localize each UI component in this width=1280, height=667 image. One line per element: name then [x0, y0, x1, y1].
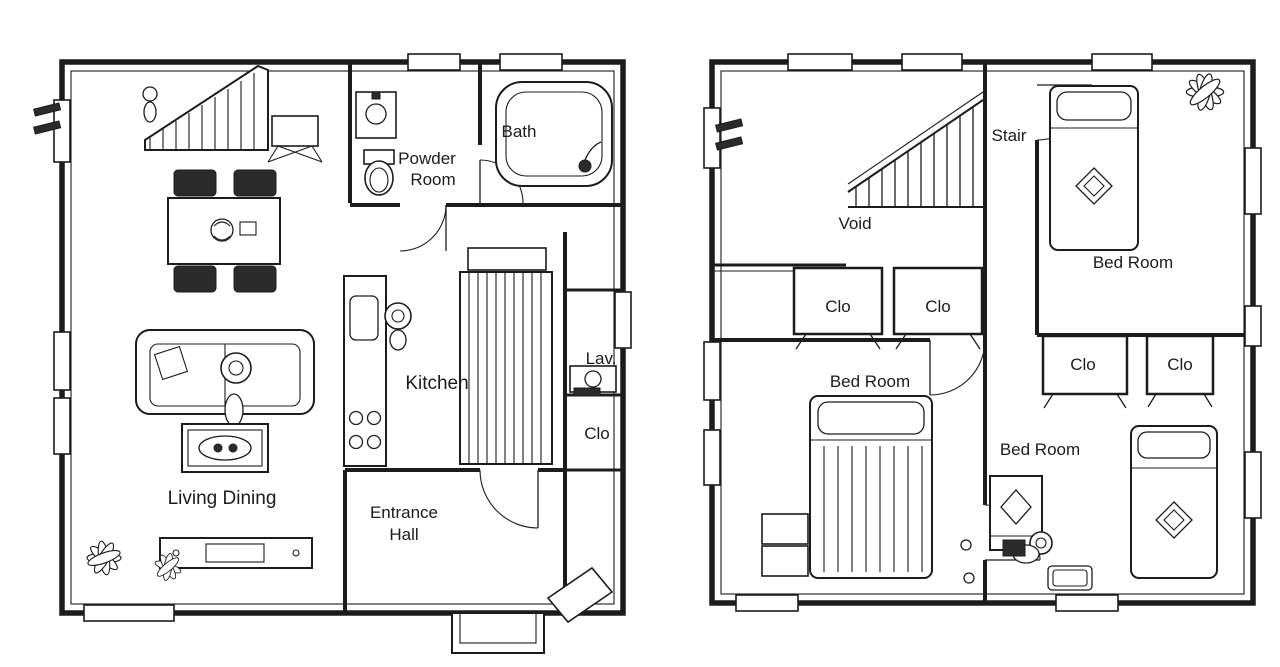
label-clo-right-2: Clo [1167, 355, 1193, 374]
entry-mat [546, 566, 614, 624]
pillow [1137, 431, 1211, 459]
closet-right-2 [1145, 334, 1215, 408]
windows-floor1 [53, 53, 632, 622]
powder-sink [355, 91, 397, 139]
dining-chair [173, 265, 217, 293]
pillow [817, 401, 925, 435]
cupboard [459, 247, 553, 465]
bed-step [761, 513, 809, 545]
label-entrance-hall: Entrance [370, 503, 438, 522]
tv-board [159, 537, 313, 569]
label-bath: Bath [502, 122, 537, 141]
laptop-icon [1002, 539, 1026, 557]
entrance-porch [451, 566, 614, 654]
bed-2 [761, 395, 933, 579]
label-stair: Stair [992, 126, 1027, 145]
label-clo-left-2: Clo [925, 297, 951, 316]
bed-step [761, 545, 809, 577]
floor-mat [1047, 565, 1093, 591]
door-swings-floor1 [399, 159, 539, 529]
kitchen-counter [343, 275, 387, 467]
label-clo-left-1: Clo [825, 297, 851, 316]
label-void: Void [838, 214, 871, 233]
dining-chair [173, 169, 217, 197]
staircase-floor2 [847, 91, 984, 208]
dresser [989, 475, 1043, 551]
floor-plan-1: Bath Powder Room Kitchen Lav. Clo Living… [33, 53, 632, 654]
toilet [363, 149, 395, 196]
pillow [1056, 91, 1132, 121]
dining-table [167, 169, 281, 293]
label-bedroom-top: Bed Room [1093, 253, 1173, 272]
label-entrance-hall-2: Hall [389, 525, 418, 544]
label-kitchen: Kitchen [405, 373, 468, 394]
person-in-kitchen-icon [384, 302, 412, 351]
window-shutter-icon [715, 118, 744, 151]
blanket-fold [1155, 501, 1193, 539]
windows-floor2 [703, 53, 1262, 612]
label-powder-room-2: Room [410, 170, 455, 189]
blanket-fold [1075, 167, 1113, 205]
closet-left-2 [892, 266, 984, 350]
bed-3 [1130, 425, 1218, 579]
dining-chair [233, 169, 277, 197]
label-bedroom-left: Bed Room [830, 372, 910, 391]
staircase-floor1 [144, 64, 269, 151]
plant-icon [1185, 73, 1225, 111]
label-clo: Clo [584, 424, 610, 443]
labels-floor2: Stair Void Clo Clo Bed Room Clo Clo Bed … [825, 126, 1193, 459]
kitchen-sink [349, 295, 379, 341]
plant-icon [86, 540, 122, 576]
bathtub [495, 81, 613, 187]
closet-right-1 [1041, 334, 1129, 409]
label-powder-room: Powder [398, 149, 456, 168]
wall-desk [267, 115, 323, 163]
door-knob-icon [960, 539, 972, 551]
floor-plan-2: Stair Void Clo Clo Bed Room Clo Clo Bed … [703, 53, 1262, 612]
door-knob-icon [963, 572, 975, 584]
coffee-table [181, 423, 269, 473]
bed-1 [1049, 85, 1139, 251]
labels-floor1: Bath Powder Room Kitchen Lav. Clo Living… [168, 122, 617, 544]
person-icon [142, 86, 158, 123]
label-bedroom-bottom: Bed Room [1000, 440, 1080, 459]
label-clo-right-1: Clo [1070, 355, 1096, 374]
person-sitting-icon [1002, 531, 1053, 564]
shower-head-icon [578, 159, 592, 173]
dining-chair [233, 265, 277, 293]
lav-sink [569, 365, 617, 397]
window-shutter-icon [33, 102, 62, 135]
closet-left-1 [792, 266, 884, 350]
label-lav: Lav. [586, 349, 617, 368]
throw-pillow [153, 345, 189, 381]
interior-walls-floor1 [343, 64, 623, 613]
label-living-dining: Living Dining [168, 488, 277, 509]
plant-icon [154, 553, 182, 581]
